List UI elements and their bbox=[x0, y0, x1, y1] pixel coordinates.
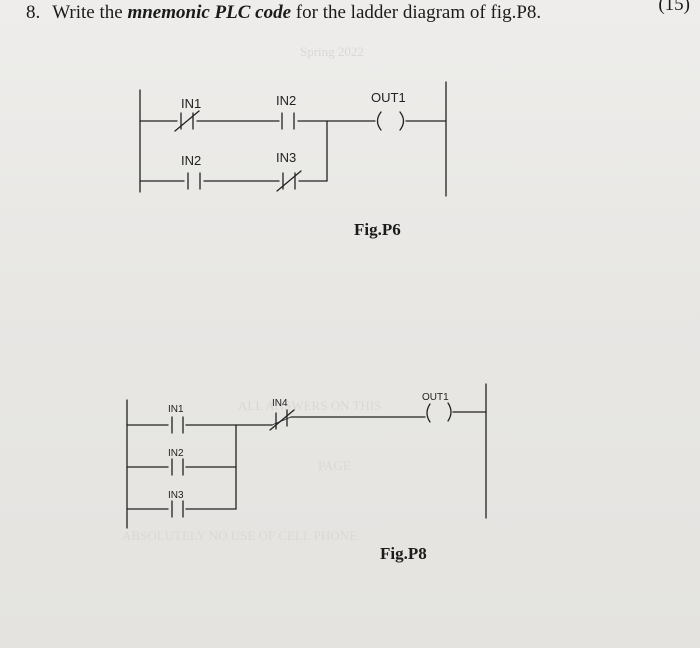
question-number: 8. bbox=[26, 2, 41, 23]
bleed-through-text-4: ABSOLUTELY NO USE OF CELL PHONE bbox=[122, 528, 357, 543]
fig-p6-label-in2-branch: IN2 bbox=[181, 153, 201, 168]
fig-p8-caption: Fig.P8 bbox=[380, 544, 427, 563]
fig-p6-contact-in3-nc bbox=[276, 170, 302, 192]
bleed-through-text-1: Spring 2022 bbox=[300, 44, 364, 59]
fig-p6-contact-in2-no bbox=[281, 112, 295, 130]
question-text-before: Write the bbox=[52, 2, 128, 23]
fig-p6-label-in2: IN2 bbox=[276, 93, 296, 108]
question-8: 8. Write the mnemonic PLC code for the la… bbox=[26, 2, 541, 24]
question-emphasis: mnemonic PLC code bbox=[127, 2, 292, 23]
fig-p8-contact-in2-no bbox=[171, 458, 184, 476]
question-marks: (15) bbox=[658, 0, 690, 15]
fig-p8-label-in2: IN2 bbox=[168, 448, 184, 459]
fig-p6-caption: Fig.P6 bbox=[354, 220, 401, 239]
fig-p8-label-out1: OUT1 bbox=[422, 392, 449, 403]
fig-p8-contact-in1-no bbox=[171, 416, 184, 434]
fig-p8-diagram bbox=[126, 383, 487, 529]
fig-p8-label-in3: IN3 bbox=[168, 490, 184, 501]
fig-p8-label-in4: IN4 bbox=[272, 398, 288, 409]
fig-p6-label-in3: IN3 bbox=[276, 150, 296, 165]
fig-p6-contact-in1-nc bbox=[174, 110, 200, 132]
fig-p8-coil-out1 bbox=[426, 402, 452, 423]
fig-p8-contact-in3-no bbox=[171, 500, 184, 518]
question-text-after: for the ladder diagram of fig.P8. bbox=[291, 2, 542, 23]
fig-p8-contact-in4-nc bbox=[269, 409, 295, 431]
bleed-through-text-2: ALL ANSWERS ON THIS bbox=[238, 398, 382, 413]
fig-p6-label-out1: OUT1 bbox=[371, 90, 406, 105]
fig-p8-label-in1: IN1 bbox=[168, 404, 184, 415]
fig-p6-diagram bbox=[139, 81, 447, 197]
bleed-through-text-3: PAGE bbox=[318, 458, 351, 473]
fig-p6-contact-in2-no-branch bbox=[187, 172, 201, 190]
fig-p6-label-in1: IN1 bbox=[181, 96, 201, 111]
fig-p6-coil-out1 bbox=[376, 111, 405, 131]
